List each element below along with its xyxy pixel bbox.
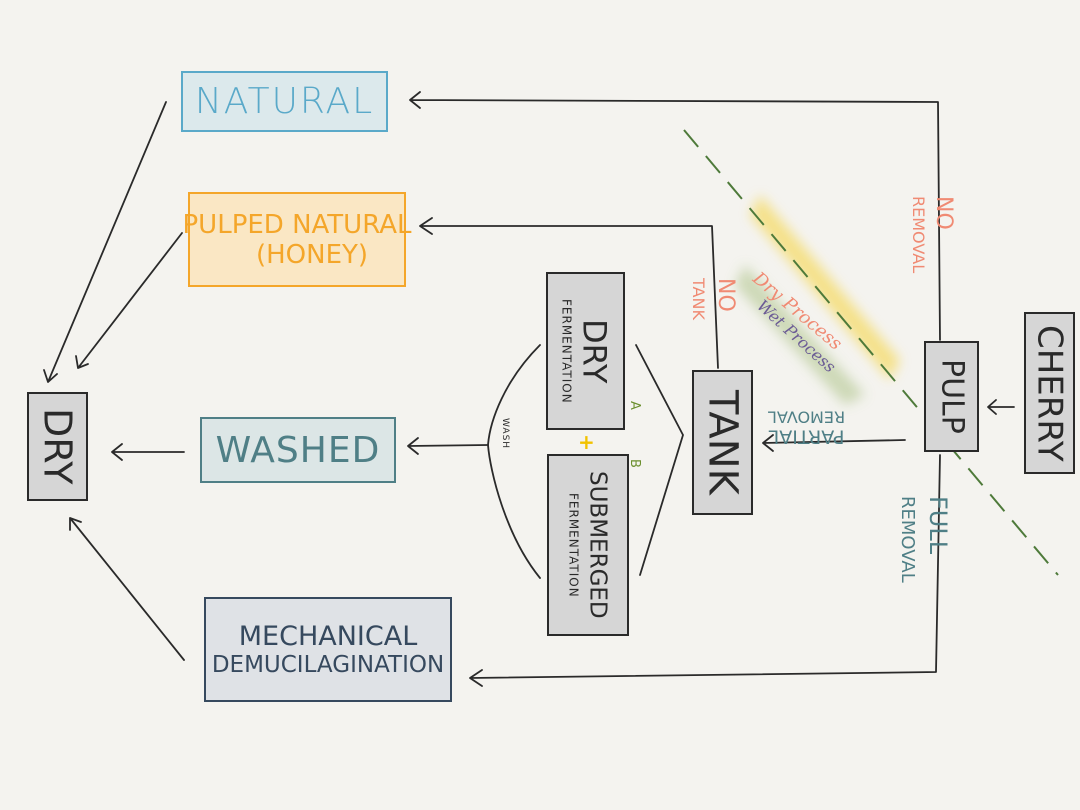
no-removal-word-1: NO — [931, 196, 956, 230]
wash-bracket — [487, 344, 541, 579]
arrow-pulp-to-tank — [762, 434, 906, 452]
dry-fermentation-box: DRY FERMENTATION — [546, 272, 625, 430]
natural-label: NATURAL — [194, 81, 375, 122]
wet-process-band — [735, 265, 865, 405]
arrow-washed-to-dry — [111, 443, 185, 461]
mechanical-label: MECHANICAL — [238, 621, 418, 652]
dry-label: DRY — [35, 408, 80, 485]
no-removal-word-2: REMOVAL — [909, 196, 928, 274]
partial-removal-label: PARTIAL REMOVAL — [768, 407, 846, 448]
submerged-fermentation-title: SUBMERGED — [584, 471, 611, 619]
no-tank-label: NO TANK — [689, 278, 738, 320]
option-b-label: B — [626, 459, 642, 468]
dry-process-band — [750, 195, 900, 380]
dry-fermentation-title: DRY — [575, 318, 614, 384]
cherry-label: CHERRY — [1029, 324, 1070, 462]
pulp-box: PULP — [924, 341, 979, 452]
arrow-pulped-natural-to-dry — [75, 232, 183, 369]
cherry-box: CHERRY — [1024, 312, 1075, 474]
honey-label: (HONEY) — [255, 239, 369, 270]
dry-box: DRY — [27, 392, 88, 501]
arrow-cherry-to-pulp — [987, 399, 1015, 415]
tank-label: TANK — [699, 390, 746, 495]
tank-bracket — [635, 344, 684, 576]
demucilagination-label: DEMUCILAGINATION — [211, 652, 445, 678]
tank-box: TANK — [692, 370, 753, 515]
dry-fermentation-sub: FERMENTATION — [559, 298, 574, 404]
no-removal-label: NO REMOVAL — [909, 196, 956, 274]
partial-word: PARTIAL — [768, 425, 845, 448]
arrow-natural-to-dry — [43, 101, 167, 383]
arrow-tank-to-pulped-natural — [419, 217, 719, 369]
mechanical-demucilagination-box: MECHANICAL DEMUCILAGINATION — [204, 597, 452, 702]
no-tank-word-1: NO — [713, 278, 738, 312]
process-divider-line — [683, 129, 1059, 576]
submerged-fermentation-box: SUBMERGED FERMENTATION — [547, 454, 629, 636]
full-removal-label: FULL REMOVAL — [897, 496, 952, 583]
natural-box: NATURAL — [181, 71, 388, 132]
washed-box: WASHED — [200, 417, 396, 483]
pulp-label: PULP — [934, 359, 970, 434]
pulped-natural-label: PULPED NATURAL — [182, 209, 412, 240]
no-tank-word-2: TANK — [689, 278, 708, 320]
removal-word: REMOVAL — [768, 407, 846, 427]
arrow-pulp-to-natural — [409, 91, 941, 341]
washed-label: WASHED — [215, 429, 381, 471]
full-word: FULL — [924, 496, 952, 555]
arrow-mechanical-to-dry — [69, 517, 185, 661]
option-a-label: A — [626, 401, 642, 410]
arrow-pulp-to-mechanical — [469, 454, 941, 687]
wash-label: WASH — [500, 418, 510, 450]
full-removal-word: REMOVAL — [897, 496, 918, 583]
arrow-wash-to-washed — [407, 437, 489, 455]
submerged-fermentation-sub: FERMENTATION — [566, 492, 581, 598]
pulped-natural-box: PULPED NATURAL (HONEY) — [183, 192, 412, 287]
plus-sign: + — [578, 430, 595, 454]
